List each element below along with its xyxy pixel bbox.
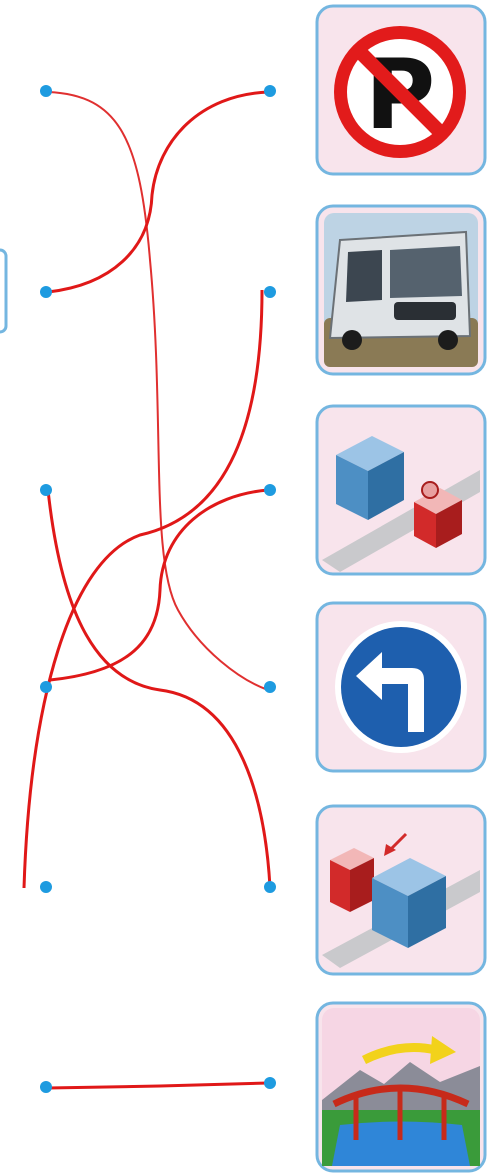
left-dot-5[interactable] <box>40 881 52 893</box>
bus-icon <box>324 213 478 367</box>
no-parking-sign-icon: P <box>334 26 466 158</box>
left-dot-3[interactable] <box>40 484 52 496</box>
card-buildings-arrow[interactable] <box>317 806 485 974</box>
bridge-arrow-icon <box>322 1008 480 1166</box>
connection-line-6-6 <box>48 1083 268 1088</box>
left-edge-tab <box>0 250 6 332</box>
left-dot-1[interactable] <box>40 85 52 97</box>
connection-line-5-2 <box>24 290 262 888</box>
right-dot-1[interactable] <box>264 85 276 97</box>
connection-lines <box>24 92 270 1088</box>
card-no-parking[interactable]: P <box>317 6 485 174</box>
right-dots <box>264 85 276 1089</box>
left-dot-4[interactable] <box>40 681 52 693</box>
connection-line-4-3 <box>50 490 268 680</box>
left-dot-2[interactable] <box>40 286 52 298</box>
left-dots <box>40 85 52 1093</box>
turn-left-sign-icon <box>335 621 467 753</box>
card-buildings[interactable] <box>317 406 485 574</box>
right-dot-6[interactable] <box>264 1077 276 1089</box>
card-bridge-arrow[interactable] <box>317 1003 485 1171</box>
card-turn-left[interactable] <box>317 603 485 771</box>
right-dot-3[interactable] <box>264 484 276 496</box>
connection-line-3-5 <box>48 490 270 887</box>
right-dot-4[interactable] <box>264 681 276 693</box>
connection-line-2-1 <box>48 92 268 292</box>
card-bus[interactable] <box>317 206 485 374</box>
right-dot-2[interactable] <box>264 286 276 298</box>
left-dot-6[interactable] <box>40 1081 52 1093</box>
right-dot-5[interactable] <box>264 881 276 893</box>
